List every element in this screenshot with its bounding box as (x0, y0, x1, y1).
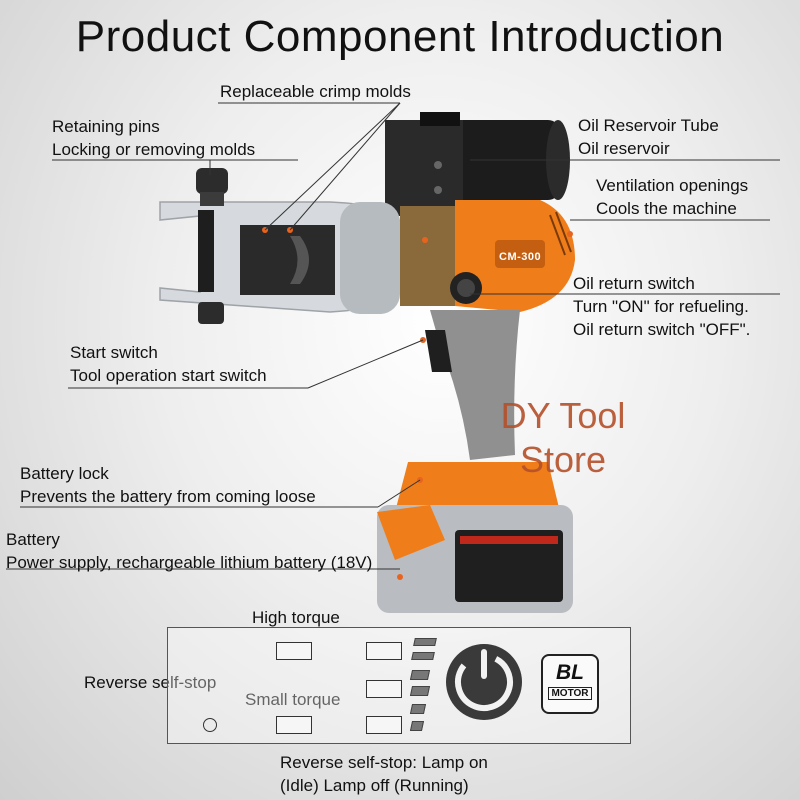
indicator-slot (366, 716, 402, 734)
leader-lines (6, 102, 780, 570)
motor-badge-text: MOTOR (548, 687, 592, 700)
small-torque-label: Small torque (245, 690, 341, 709)
high-torque-indicator (276, 642, 312, 660)
label-battery: Battery Power supply, rechargeable lithi… (6, 528, 372, 574)
crimp-head (159, 168, 401, 324)
watermark-line-1: DY Tool (500, 395, 626, 436)
reverse-self-stop-label: Reverse self-stop (84, 673, 217, 692)
control-panel-diagram: BL MOTOR (167, 627, 631, 744)
oil-return-knob (450, 272, 482, 304)
indicator-slot (366, 680, 402, 698)
start-switch-desc: Tool operation start switch (70, 366, 267, 385)
indicator-slot (366, 642, 402, 660)
small-torque-indicator (276, 716, 312, 734)
high-torque-label: High torque (252, 608, 340, 627)
store-watermark: DY Tool Store (478, 394, 648, 482)
torque-level-bar (409, 704, 427, 714)
battery-mount (395, 462, 560, 512)
label-oil-reservoir: Oil Reservoir Tube Oil reservoir (578, 114, 719, 160)
start-switch-title: Start switch (70, 343, 158, 362)
hydraulic-collar (400, 206, 455, 306)
oil-return-desc-2: Oil return switch "OFF". (573, 320, 751, 339)
ventilation-desc: Cools the machine (596, 199, 737, 218)
label-replaceable-molds: Replaceable crimp molds (220, 82, 411, 101)
handle-grip (430, 310, 520, 460)
battery-lock-title: Battery lock (20, 464, 109, 483)
label-battery-lock: Battery lock Prevents the battery from c… (20, 462, 316, 508)
oil-return-desc-1: Turn "ON" for refueling. (573, 297, 749, 316)
watermark-line-2: Store (519, 439, 607, 480)
torque-level-bar (409, 721, 425, 731)
reverse-self-stop-lamp (203, 718, 217, 732)
torque-level-bar (413, 638, 437, 646)
oil-reservoir-desc: Oil reservoir (578, 139, 670, 158)
torque-level-bar (409, 686, 431, 696)
motor-housing (455, 200, 575, 312)
battery-desc: Power supply, rechargeable lithium batte… (6, 553, 373, 572)
battery-pack (377, 505, 573, 613)
device-model-label: CM-300 (499, 251, 542, 263)
oil-return-title: Oil return switch (573, 274, 695, 293)
retaining-pins-title: Retaining pins (52, 117, 160, 136)
panel-caption-line-2: (Idle) Lamp off (Running) (280, 776, 469, 795)
torque-level-bar (411, 652, 435, 660)
ventilation-title: Ventilation openings (596, 176, 749, 195)
power-button-icon (446, 644, 522, 720)
page-title: Product Component Introduction (75, 12, 725, 61)
label-start-switch: Start switch Tool operation start switch (70, 341, 267, 387)
label-oil-return-switch: Oil return switch Turn "ON" for refuelin… (573, 272, 750, 341)
panel-caption-line-1: Reverse self-stop: Lamp on (280, 753, 488, 772)
bl-motor-badge: BL MOTOR (541, 654, 599, 714)
label-retaining-pins: Retaining pins Locking or removing molds (52, 115, 255, 161)
label-ventilation: Ventilation openings Cools the machine (596, 174, 748, 220)
panel-caption: Reverse self-stop: Lamp on (Idle) Lamp o… (280, 751, 488, 797)
retaining-pins-desc: Locking or removing molds (52, 140, 256, 159)
battery-lock-desc: Prevents the battery from coming loose (20, 487, 316, 506)
battery-title: Battery (6, 530, 60, 549)
oil-reservoir-title: Oil Reservoir Tube (578, 116, 719, 135)
torque-level-bar (409, 670, 431, 680)
start-trigger (425, 330, 452, 372)
bl-badge-text: BL (556, 661, 584, 684)
